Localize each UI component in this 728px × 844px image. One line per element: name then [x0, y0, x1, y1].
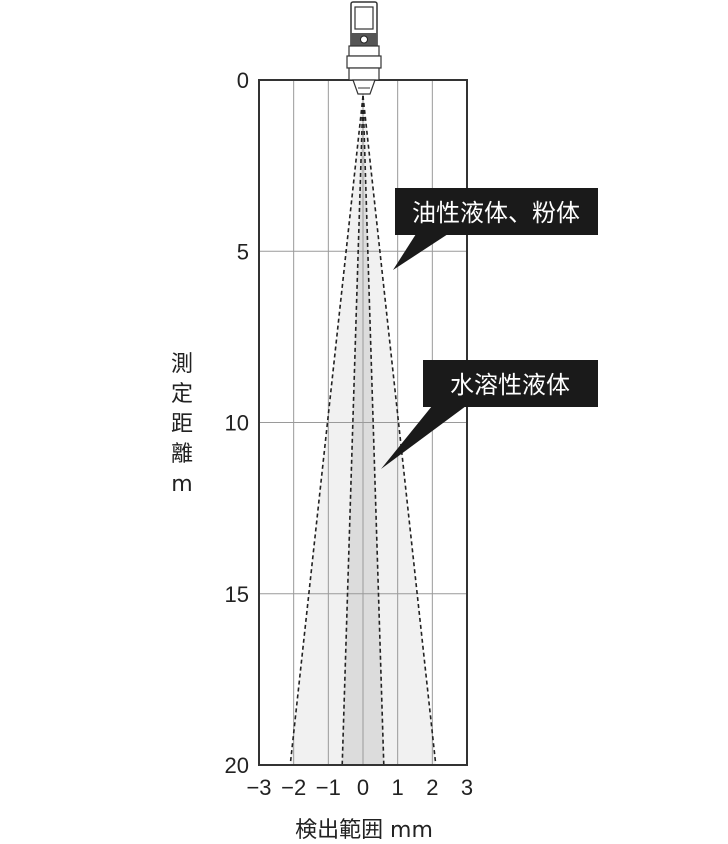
y-tick-label: 15	[225, 582, 249, 607]
sensor-device	[346, 1, 382, 95]
x-tick-label: 3	[461, 775, 473, 800]
callout-water-soluble: 水溶性液体	[381, 360, 598, 469]
x-tick-label: −2	[281, 775, 306, 800]
x-tick-label: 0	[357, 775, 369, 800]
y-axis-label-char: 距	[171, 412, 193, 437]
y-axis-label-char: 測	[171, 352, 193, 377]
callout-water-label: 水溶性液体	[450, 371, 570, 399]
y-axis-label-char: m	[171, 472, 192, 497]
y-tick-label: 5	[237, 239, 249, 264]
x-tick-label: −1	[316, 775, 341, 800]
y-tick-label: 0	[237, 68, 249, 93]
x-tick-label: 1	[392, 775, 404, 800]
grid	[259, 80, 467, 765]
beam-edge-oily-right	[362, 95, 437, 766]
y-tick-label: 10	[225, 411, 249, 436]
y-tick-label: 20	[225, 753, 249, 778]
y-axis-label-char: 定	[171, 382, 193, 407]
y-tick-labels: 0 5 10 15 20	[225, 68, 249, 778]
x-axis-label: 検出範囲 mm	[295, 818, 433, 843]
x-tick-label: −3	[246, 775, 271, 800]
x-tick-label: 2	[426, 775, 438, 800]
y-axis-label-char: 離	[171, 442, 193, 467]
beam-edges	[289, 95, 437, 766]
beam-edge-oily-left	[289, 95, 364, 766]
callout-oily-label: 油性液体、粉体	[412, 199, 580, 227]
callout-oily-liquid-powder: 油性液体、粉体	[393, 188, 598, 270]
